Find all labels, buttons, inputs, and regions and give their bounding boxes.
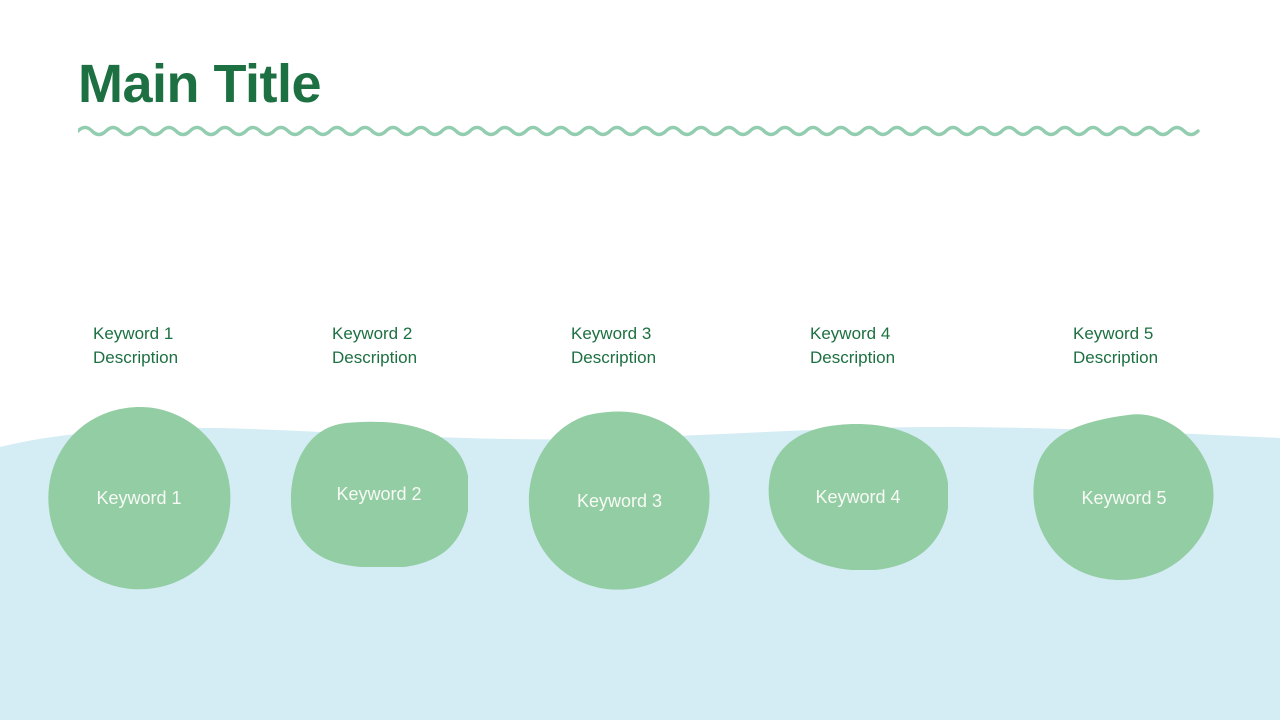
keyword-label-1-description: Description [93,348,179,367]
keyword-label-5: Keyword 5 Description [1073,322,1158,370]
blob-label-1: Keyword 1 [96,488,182,508]
blob-label-2: Keyword 2 [336,484,422,504]
keyword-label-1-title: Keyword 1 [93,324,174,343]
blob-shape-4[interactable]: Keyword 4 [768,424,948,570]
blob-shape-5[interactable]: Keyword 5 [1032,414,1216,582]
blob-label-5: Keyword 5 [1081,488,1167,508]
wavy-line-icon [78,125,1200,137]
keyword-label-3: Keyword 3 Description [571,322,656,370]
keyword-label-3-title: Keyword 3 [571,324,652,343]
keyword-label-5-title: Keyword 5 [1073,324,1154,343]
keyword-label-4: Keyword 4 Description [810,322,895,370]
keyword-label-5-description: Description [1073,348,1159,367]
blob-shape-1[interactable]: Keyword 1 [46,405,232,591]
blob-shape-3[interactable]: Keyword 3 [528,411,711,591]
keyword-label-4-title: Keyword 4 [810,324,891,343]
keyword-label-2-description: Description [332,348,418,367]
page-title: Main Title [78,54,322,114]
blob-shape-2[interactable]: Keyword 2 [290,421,468,567]
keyword-label-4-description: Description [810,348,896,367]
keyword-label-2: Keyword 2 Description [332,322,417,370]
keyword-label-2-title: Keyword 2 [332,324,413,343]
keyword-label-1: Keyword 1 Description [93,322,178,370]
blob-label-4: Keyword 4 [815,487,901,507]
keyword-label-3-description: Description [571,348,657,367]
blob-label-3: Keyword 3 [576,491,663,511]
